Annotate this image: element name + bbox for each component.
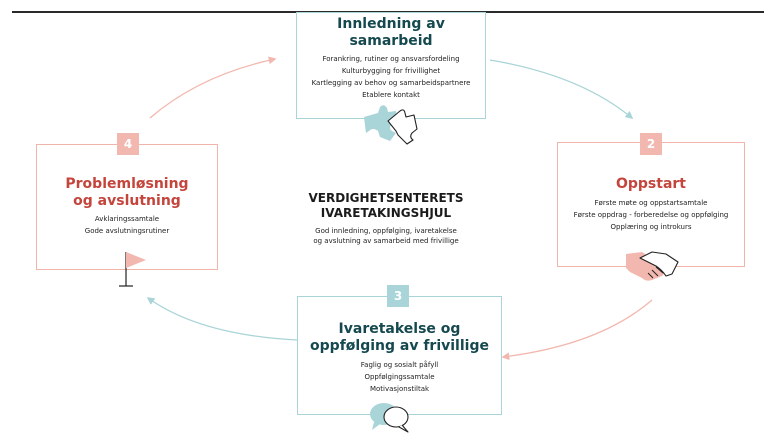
handshake-icon: [626, 251, 679, 281]
puzzle-icon: [364, 105, 418, 145]
stage-4-box: 4 Problemløsning og avslutning Avklaring…: [36, 133, 218, 270]
stage-3-item: Oppfølgingssamtale: [364, 373, 435, 381]
stage-4-title: Problemløsning og avslutning: [65, 176, 189, 209]
stage-1-title: Innledning av samarbeid: [337, 16, 445, 49]
stage-3-item: Faglig og sosialt påfyll: [360, 361, 439, 369]
arrow-4-to-1: [149, 56, 277, 119]
stage-4-item: Avklaringssamtale: [94, 215, 160, 223]
stage-2-item: Første møte og oppstartsamtale: [594, 199, 708, 207]
stage-1-item: Kulturbygging for frivillighet: [341, 67, 441, 75]
center-subtitle: God innledning, oppfølging, ivaretakelse…: [313, 227, 459, 245]
speech-bubbles-icon: [370, 403, 409, 433]
stage-1-item: Kartlegging av behov og samarbeidspartne…: [311, 79, 471, 87]
stage-3-title: Ivaretakelse og oppfølging av frivillige: [310, 321, 489, 354]
stage-1-item: Forankring, rutiner og ansvarsfordeling: [322, 55, 460, 63]
stage-1-box: Innledning av samarbeid Forankring, ruti…: [296, 12, 486, 119]
flag-icon: [119, 252, 146, 287]
arrow-1-to-2: [489, 59, 634, 119]
stage-2-number-badge: 2: [640, 133, 662, 155]
stage-2-item: Opplæring og introkurs: [610, 223, 692, 231]
arrow-3-to-4: [146, 297, 298, 341]
center-title: VERDIGHETSENTERETS IVARETAKINGSHJUL: [308, 191, 464, 220]
stage-2-items: Første møte og oppstartsamtale Første op…: [558, 197, 744, 233]
stage-1-item: Etablere kontakt: [362, 91, 420, 99]
stage-4-item: Gode avslutningsrutiner: [84, 227, 170, 235]
stage-2-item: Første oppdrag - forberedelse og oppfølg…: [573, 211, 729, 219]
stage-3-items: Faglig og sosialt påfyll Oppfølgingssamt…: [298, 359, 501, 395]
stage-3-number-badge: 3: [387, 285, 409, 307]
stage-3-item: Motivasjonstiltak: [369, 385, 430, 393]
stage-2-title: Oppstart: [615, 176, 686, 192]
stage-4-number-badge: 4: [117, 133, 139, 155]
stage-3-box: 3 Ivaretakelse og oppfølging av frivilli…: [297, 285, 502, 415]
stage-2-box: 2 Oppstart Første møte og oppstartsamtal…: [557, 133, 745, 267]
stage-4-items: Avklaringssamtale Gode avslutningsrutine…: [37, 213, 217, 237]
arrow-2-to-3: [501, 299, 653, 361]
stage-1-items: Forankring, rutiner og ansvarsfordeling …: [297, 53, 485, 101]
